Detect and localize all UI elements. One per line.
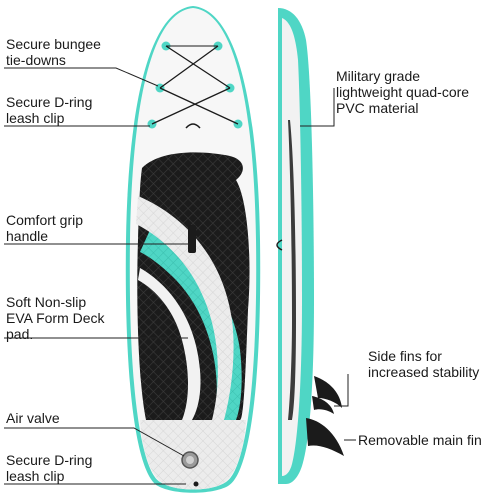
leader-lines: [4, 67, 356, 485]
main-fin: [306, 418, 344, 456]
label-main-fin-line1: Removable main fin: [358, 432, 482, 448]
label-side-fins-line2: increased stability: [368, 364, 480, 380]
label-material-line2: lightweight quad-core: [336, 84, 470, 100]
label-dring-top: Secure D-ring leash clip: [6, 94, 92, 126]
label-material-line1: Military grade: [336, 68, 421, 84]
side-fin: [314, 376, 342, 408]
label-deck-pad-line2: EVA Form Deck: [6, 310, 105, 326]
board-side-view: [276, 8, 344, 484]
label-side-fins-line1: Side fins for: [368, 348, 442, 364]
label-bungee-line1: Secure bungee: [6, 36, 101, 52]
label-dring-bottom: Secure D-ring leash clip: [6, 452, 92, 484]
label-air-valve-line1: Air valve: [6, 410, 60, 426]
label-handle-line1: Comfort grip: [6, 212, 84, 228]
label-air-valve: Air valve: [6, 410, 60, 426]
label-handle: Comfort grip handle: [6, 212, 83, 244]
label-dring-bottom-line2: leash clip: [6, 468, 65, 484]
label-dring-top-line1: Secure D-ring: [6, 94, 93, 110]
label-bungee: Secure bungee tie-downs: [6, 36, 101, 68]
label-handle-line2: handle: [6, 228, 49, 244]
grip-handle: [188, 225, 196, 253]
label-deck-pad: Soft Non-slip EVA Form Deck pad.: [6, 294, 105, 342]
label-material: Military grade lightweight quad-core PVC…: [336, 68, 469, 116]
label-deck-pad-line3: pad.: [6, 326, 34, 342]
board-front-view: [125, 6, 261, 493]
label-dring-bottom-line1: Secure D-ring: [6, 452, 93, 468]
label-side-fins: Side fins for increased stability: [368, 348, 479, 380]
label-bungee-line2: tie-downs: [6, 52, 66, 68]
label-deck-pad-line1: Soft Non-slip: [6, 294, 87, 310]
label-material-line3: PVC material: [336, 100, 419, 116]
label-main-fin: Removable main fin: [358, 432, 482, 448]
label-dring-top-line2: leash clip: [6, 110, 65, 126]
